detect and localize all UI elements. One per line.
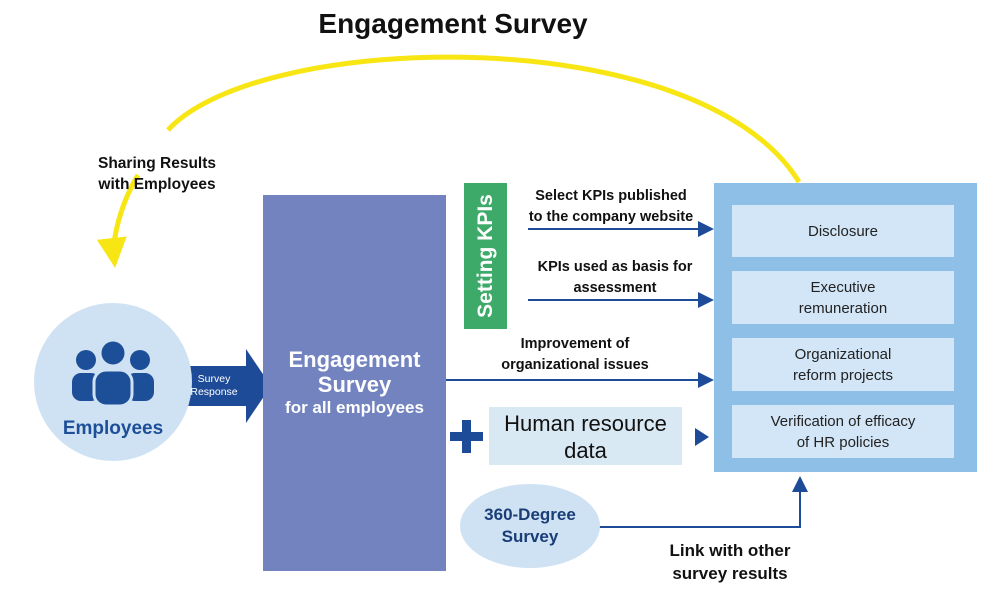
improvement-line-1: Improvement of xyxy=(520,336,630,352)
sharing-results-line-2: with Employees xyxy=(98,176,216,193)
hr-data-arrow xyxy=(695,428,709,446)
employees-label: Employees xyxy=(62,418,164,439)
kpi-published-line-2: to the company website xyxy=(528,209,694,225)
feedback-arc xyxy=(166,54,802,184)
360-degree-survey-node: 360-Degree Survey xyxy=(460,484,600,568)
outcome-text: of HR policies xyxy=(796,433,890,451)
kpi-published-line-1: Select KPIs published xyxy=(535,188,687,204)
link-line-2: survey results xyxy=(672,564,788,583)
survey-box-line-1: Engagement xyxy=(288,347,421,372)
survey-response-line-1: Survey xyxy=(197,373,231,385)
page-title: Engagement Survey xyxy=(318,8,588,39)
survey-box-line-2: Survey xyxy=(317,372,392,397)
survey-box-line-3: for all employees xyxy=(285,398,424,417)
engagement-survey-box: Engagement Survey for all employees xyxy=(263,195,446,571)
improvement-label: Improvement of organizational issues xyxy=(470,334,680,376)
360-degree-line-1: 360-Degree xyxy=(484,505,576,524)
outcomes-panel: Disclosure Executive remuneration Organi… xyxy=(714,183,977,472)
hr-data-line-2: data xyxy=(564,438,607,463)
sharing-results-line-1: Sharing Results xyxy=(98,155,216,172)
hr-data-line-1: Human resource xyxy=(504,411,667,436)
outcome-text: remuneration xyxy=(798,299,888,317)
survey-response-line-2: Response xyxy=(190,386,238,398)
improvement-line-2: organizational issues xyxy=(501,357,649,373)
outcome-disclosure: Disclosure xyxy=(732,205,954,257)
360-degree-line-2: Survey xyxy=(501,527,559,546)
plus-icon xyxy=(450,420,484,454)
survey-response-arrow xyxy=(182,349,271,423)
kpi-assessment-line-2: assessment xyxy=(573,280,657,296)
kpi-assessment-label: KPIs used as basis for assessment xyxy=(515,257,715,299)
setting-kpis-label: Setting KPIs xyxy=(473,194,497,318)
outcome-text: Executive xyxy=(810,278,876,296)
link-line-1: Link with other xyxy=(669,541,791,560)
outcome-hr-policy-verification: Verification of efficacy of HR policies xyxy=(732,405,954,458)
human-resource-data-box: Human resource data xyxy=(489,407,682,465)
people-icon xyxy=(72,338,154,408)
link-connector xyxy=(598,476,808,528)
outcome-text: reform projects xyxy=(792,366,894,384)
outcome-executive-remuneration: Executive remuneration xyxy=(732,271,954,324)
kpi-published-label: Select KPIs published to the company web… xyxy=(505,186,717,228)
link-label: Link with other survey results xyxy=(630,539,830,585)
setting-kpis-bar: Setting KPIs xyxy=(464,183,507,329)
feedback-arc-lower xyxy=(96,173,141,268)
kpi-assessment-line-1: KPIs used as basis for xyxy=(537,259,693,275)
survey-response-label: Survey Response xyxy=(182,366,246,406)
sharing-results-label: Sharing Results with Employees xyxy=(62,153,252,195)
employees-node: Employees xyxy=(34,303,192,461)
outcome-text: Disclosure xyxy=(807,222,879,240)
outcome-text: Verification of efficacy xyxy=(770,412,916,430)
outcome-text: Organizational xyxy=(794,345,892,363)
outcome-organizational-reform: Organizational reform projects xyxy=(732,338,954,391)
